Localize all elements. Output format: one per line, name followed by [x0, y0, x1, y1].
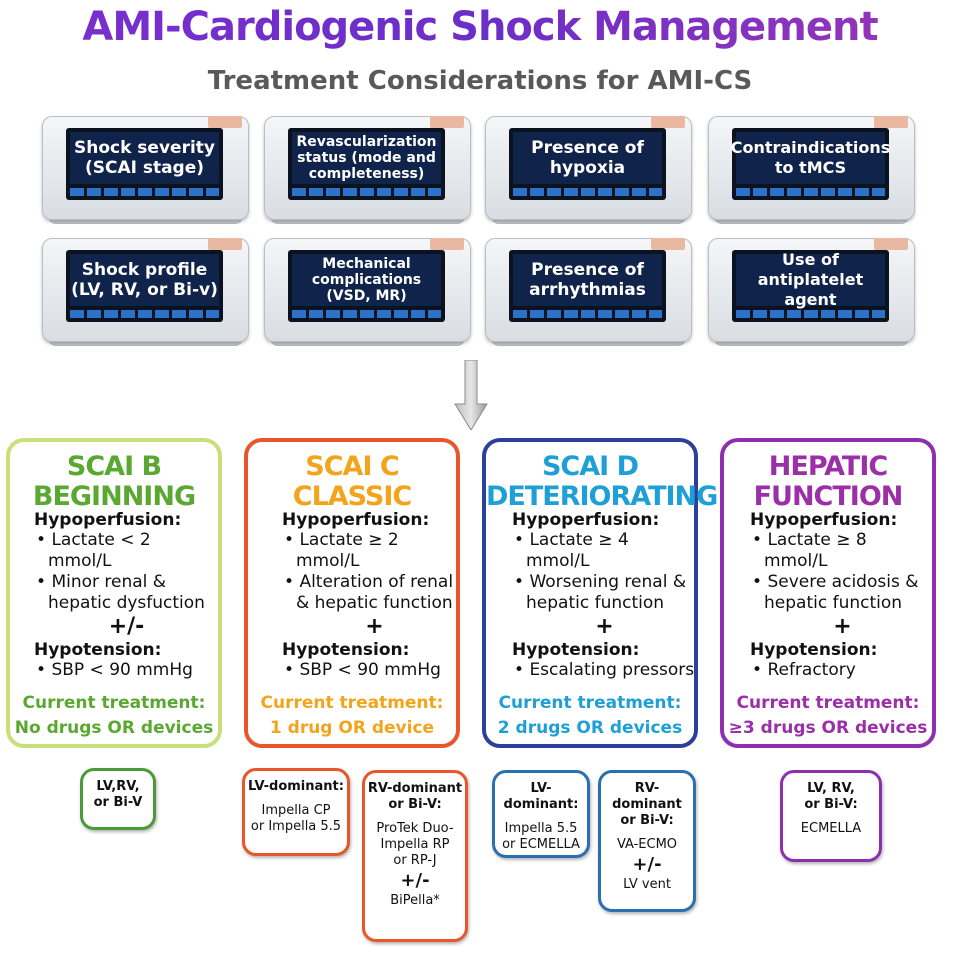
hypotension-label: Hypotension:	[512, 640, 640, 660]
treatment-value: No drugs OR devices	[14, 718, 214, 738]
consideration-label: Presence of arrhythmias	[529, 260, 646, 300]
connector-symbol: +	[833, 614, 852, 639]
stage-subtitle: CLASSIC	[292, 481, 412, 512]
treatment-label: Current treatment:	[736, 693, 920, 713]
consideration-monitor: Mechanical complications (VSD, MR)	[264, 238, 471, 348]
stage-subtitle: FUNCTION	[753, 481, 904, 512]
stage-title: SCAI B	[66, 451, 162, 482]
hypotension-item: Escalating pressors	[529, 660, 695, 680]
device-box-extra: LV vent	[623, 877, 671, 892]
connector-symbol: +/-	[632, 854, 662, 875]
hypoperfusion-item: Lactate ≥ 8 mmol/L	[764, 530, 867, 571]
consideration-label: Contraindications to tMCS	[730, 138, 891, 177]
connector-symbol: +/-	[108, 614, 145, 639]
device-box-heading: RV-dominant or Bi-V:	[367, 781, 463, 812]
hypoperfusion-label: Hypoperfusion:	[750, 510, 898, 530]
device-box-text: VA-ECMO	[616, 837, 678, 852]
stage-card-scai-b: SCAI B BEGINNING Hypoperfusion: • Lactat…	[6, 438, 222, 748]
consideration-monitor: Contraindications to tMCS	[708, 116, 915, 226]
consideration-monitor: Presence of arrhythmias	[485, 238, 692, 348]
hypotension-label: Hypotension:	[282, 640, 410, 660]
consideration-monitor: Revascularization status (mode and compl…	[264, 116, 471, 226]
stage-card-scai-d: SCAI D DETERIORATING Hypoperfusion: • La…	[482, 438, 718, 748]
treatment-value: 1 drug OR device	[269, 718, 435, 738]
hypotension-label: Hypotension:	[34, 640, 162, 660]
device-box-scai-d-lv: LV-dominant: Impella 5.5 or ECMELLA	[492, 770, 590, 858]
consideration-label: Revascularization status (mode and compl…	[296, 134, 437, 182]
device-box-text: Impella 5.5 or ECMELLA	[502, 821, 580, 852]
treatment-label: Current treatment:	[260, 693, 444, 713]
hypoperfusion-item: Minor renal & hepatic dysfuction	[48, 572, 205, 613]
hypotension-item: SBP < 90 mmHg	[51, 660, 193, 680]
hypoperfusion-item: Lactate < 2 mmol/L	[48, 530, 151, 571]
device-box-scai-d-rv: RV-dominant or Bi-V: VA-ECMO +/- LV vent	[598, 770, 696, 912]
device-box-heading: LV,RV, or Bi-V	[93, 779, 143, 810]
treatment-label: Current treatment:	[498, 693, 682, 713]
stage-card-scai-c: SCAI C CLASSIC Hypoperfusion: • Lactate …	[244, 438, 460, 748]
stage-card-hepatic: HEPATIC FUNCTION Hypoperfusion: • Lactat…	[720, 438, 936, 748]
hypoperfusion-label: Hypoperfusion:	[282, 510, 430, 530]
device-box-scai-b: LV,RV, or Bi-V	[80, 768, 156, 830]
hypoperfusion-item: Lactate ≥ 2 mmol/L	[296, 530, 399, 571]
hypoperfusion-item: Severe acidosis & hepatic function	[764, 572, 919, 613]
page-subtitle: Treatment Considerations for AMI-CS	[207, 66, 753, 96]
consideration-label: Shock severity (SCAI stage)	[73, 138, 215, 178]
device-box-extra: BiPella*	[390, 893, 440, 908]
hypoperfusion-item: Alteration of renal & hepatic function	[296, 572, 454, 613]
treatment-value: 2 drugs OR devices	[497, 718, 683, 738]
treatment-label: Current treatment:	[22, 693, 206, 713]
page-title: AMI-Cardiogenic Shock Management	[0, 4, 960, 50]
device-box-text: ECMELLA	[800, 821, 862, 836]
device-box-heading: LV, RV, or Bi-V:	[804, 781, 858, 812]
connector-symbol: +	[365, 614, 384, 639]
hypoperfusion-label: Hypoperfusion:	[512, 510, 660, 530]
consideration-label: Presence of hypoxia	[531, 138, 644, 178]
treatment-value: ≥3 drugs OR devices	[728, 718, 928, 738]
stage-subtitle: BEGINNING	[32, 481, 196, 512]
connector-symbol: +	[595, 614, 614, 639]
hypotension-label: Hypotension:	[750, 640, 878, 660]
stage-subtitle: DETERIORATING	[486, 481, 718, 512]
device-box-scai-c-lv: LV-dominant: Impella CP or Impella 5.5	[242, 768, 350, 856]
stage-title: SCAI D	[541, 451, 639, 482]
down-arrow-icon	[454, 360, 488, 430]
hypotension-item: Refractory	[767, 660, 856, 680]
consideration-monitor: Presence of hypoxia	[485, 116, 692, 226]
device-box-heading: LV-dominant:	[248, 779, 344, 794]
device-box-hepatic: LV, RV, or Bi-V: ECMELLA	[780, 770, 882, 862]
device-box-text: ProTek Duo- Impella RP or RP-J	[376, 821, 454, 868]
device-box-scai-c-rv: RV-dominant or Bi-V: ProTek Duo- Impella…	[362, 770, 468, 942]
device-box-heading: RV-dominant or Bi-V:	[612, 781, 682, 828]
device-box-text: Impella CP or Impella 5.5	[250, 803, 342, 834]
consideration-label: Mechanical complications (VSD, MR)	[311, 256, 422, 304]
stage-title: HEPATIC	[768, 451, 888, 482]
hypotension-item: SBP < 90 mmHg	[299, 660, 441, 680]
consideration-label: Use of antiplatelet agent	[757, 250, 864, 309]
consideration-monitor: Shock severity (SCAI stage)	[42, 116, 249, 226]
hypoperfusion-item: Worsening renal & hepatic function	[526, 572, 687, 613]
connector-symbol: +/-	[400, 870, 430, 891]
consideration-monitor: Shock profile (LV, RV, or Bi-v)	[42, 238, 249, 348]
hypoperfusion-label: Hypoperfusion:	[34, 510, 182, 530]
consideration-monitor: Use of antiplatelet agent	[708, 238, 915, 348]
hypoperfusion-item: Lactate ≥ 4 mmol/L	[526, 530, 629, 571]
stage-title: SCAI C	[305, 451, 399, 482]
consideration-label: Shock profile (LV, RV, or Bi-v)	[71, 260, 218, 300]
device-box-heading: LV-dominant:	[503, 781, 579, 812]
